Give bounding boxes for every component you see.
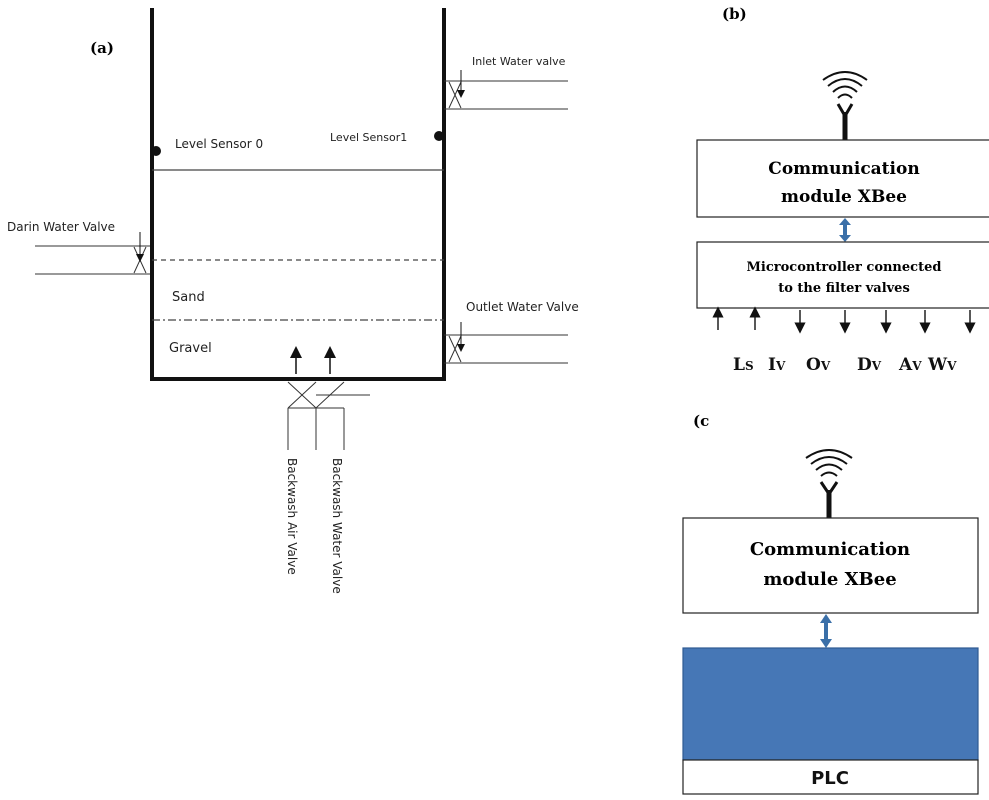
panel-a-label: (a) — [90, 39, 114, 57]
backwash-valves — [287, 381, 370, 450]
comm-module-b — [696, 139, 989, 218]
signal-arrows — [712, 306, 976, 334]
signal-labels: LS IV OV DV AV WV — [733, 355, 957, 375]
link-arrow-b — [839, 218, 851, 242]
drain-valve — [35, 232, 150, 275]
backwash-air-valve-label: Backwash Air Valve — [285, 458, 299, 575]
plc-label: PLC — [811, 768, 849, 789]
outlet-valve-label: Outlet Water Valve — [466, 300, 579, 314]
signal-ov: OV — [806, 355, 831, 375]
panel-b-label: (b) — [722, 5, 747, 23]
panel-a: (a) Level Sensor 0 Level Sensor1 Inlet W… — [7, 8, 579, 594]
antenna-icon — [822, 71, 868, 140]
inlet-valve — [444, 70, 568, 110]
comm-module-c-line2: module XBee — [763, 569, 896, 590]
outlet-valve — [444, 322, 568, 364]
sand-label: Sand — [172, 290, 205, 305]
signal-dv: DV — [857, 355, 882, 375]
plc-body — [682, 647, 979, 761]
comm-module-c-line1: Communication — [750, 539, 910, 560]
antenna-icon — [805, 449, 853, 518]
gravel-label: Gravel — [169, 341, 212, 356]
level-sensor-0-label: Level Sensor 0 — [175, 137, 263, 151]
comm-module-b-line1: Communication — [768, 159, 919, 179]
panel-b: (b) Communication module XBee Microcontr… — [696, 5, 989, 375]
link-arrow-c — [820, 614, 832, 648]
microcontroller-box — [696, 241, 989, 309]
filter-tank — [150, 8, 446, 381]
signal-av: AV — [898, 355, 922, 375]
level-sensor-1-dot — [434, 131, 444, 141]
signal-iv: IV — [768, 355, 786, 375]
comm-module-b-line2: module XBee — [781, 187, 907, 207]
inlet-valve-label: Inlet Water valve — [472, 55, 566, 68]
plc-label-box — [682, 759, 979, 795]
level-sensor-0-dot — [151, 146, 161, 156]
panel-c: (c Communication module XBee PLC — [682, 412, 979, 795]
level-sensor-1-label: Level Sensor1 — [330, 131, 407, 144]
panel-c-label: (c — [693, 412, 709, 430]
backwash-water-valve-label: Backwash Water Valve — [330, 458, 344, 594]
comm-module-c — [682, 517, 979, 614]
microcontroller-line1: Microcontroller connected — [747, 260, 942, 275]
signal-wv: WV — [927, 355, 957, 375]
drain-valve-label: Darin Water Valve — [7, 220, 115, 234]
microcontroller-line2: to the filter valves — [778, 281, 910, 296]
signal-ls: LS — [733, 355, 754, 375]
